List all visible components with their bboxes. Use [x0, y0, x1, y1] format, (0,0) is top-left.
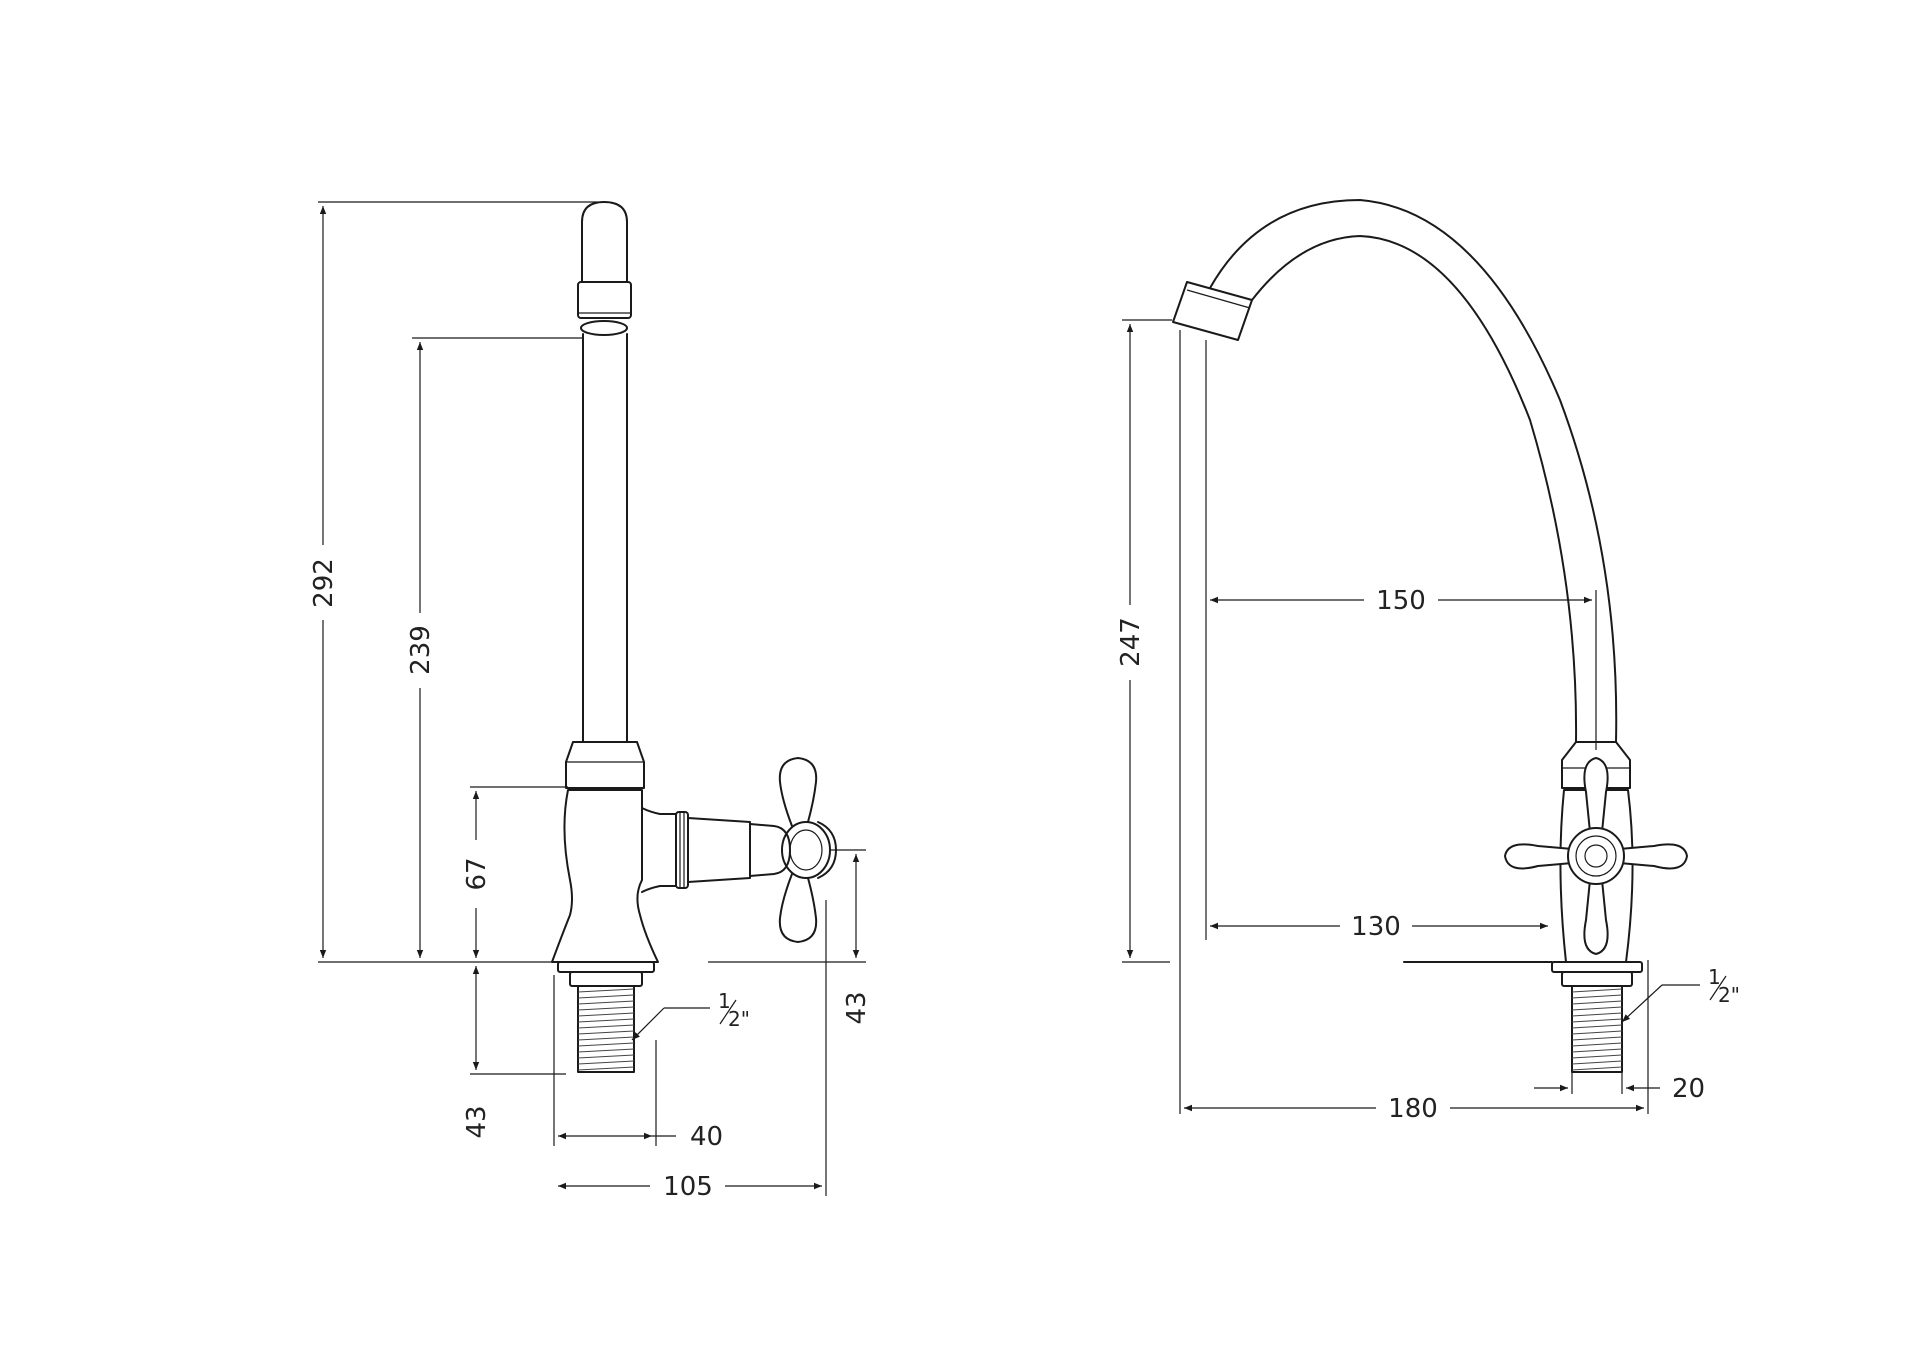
thread-fraction-denominator: 2": [728, 1007, 750, 1031]
front-thread-fraction-denominator: 2": [1718, 983, 1740, 1007]
front-view: 247 150 130 180: [1116, 199, 1740, 1124]
side-view-faucet: [551, 201, 837, 1073]
dim-front-reach-lower: 130: [1210, 912, 1548, 942]
dim-label-67: 67: [462, 857, 492, 890]
front-thread-callout: 1 2": [1621, 965, 1740, 1023]
dim-label-43-shank: 43: [462, 1105, 492, 1138]
dim-label-239: 239: [406, 625, 436, 675]
front-view-thread: [1571, 988, 1623, 1071]
side-view-thread: [577, 988, 635, 1071]
dim-label-292: 292: [309, 558, 339, 608]
dim-label-150: 150: [1376, 586, 1426, 616]
dim-label-40: 40: [690, 1122, 723, 1152]
dim-label-105: 105: [663, 1172, 713, 1202]
dim-side-total-height: 292: [309, 201, 598, 963]
dim-label-180: 180: [1388, 1094, 1438, 1124]
dim-side-body-height: 67: [462, 786, 568, 958]
dim-front-overall-width: 180: [1184, 960, 1649, 1124]
front-view-faucet: [1172, 199, 1688, 1073]
dim-side-overall-width: 105: [558, 900, 827, 1202]
dim-label-43-handle: 43: [842, 991, 872, 1024]
thread-fraction-numerator: 1: [718, 989, 731, 1013]
dim-side-shank-length: 43: [462, 966, 566, 1139]
dim-side-handle-offset: 43: [708, 849, 872, 1025]
front-cross-handle: [1504, 757, 1688, 955]
side-thread-callout: 1 2": [631, 989, 750, 1041]
dim-side-shank-width: 40: [553, 975, 723, 1152]
dim-label-247: 247: [1116, 617, 1146, 667]
dim-front-reach-upper: 150: [1210, 586, 1597, 750]
dim-label-20: 20: [1672, 1074, 1705, 1104]
dim-side-spout-height: 239: [406, 337, 582, 958]
front-thread-fraction-numerator: 1: [1708, 965, 1721, 989]
dim-label-130: 130: [1351, 912, 1401, 942]
side-view: 292 239 67 43 43: [309, 201, 872, 1202]
dim-front-shank-width: 20: [1534, 1072, 1705, 1104]
dim-front-height: 247: [1116, 319, 1172, 963]
